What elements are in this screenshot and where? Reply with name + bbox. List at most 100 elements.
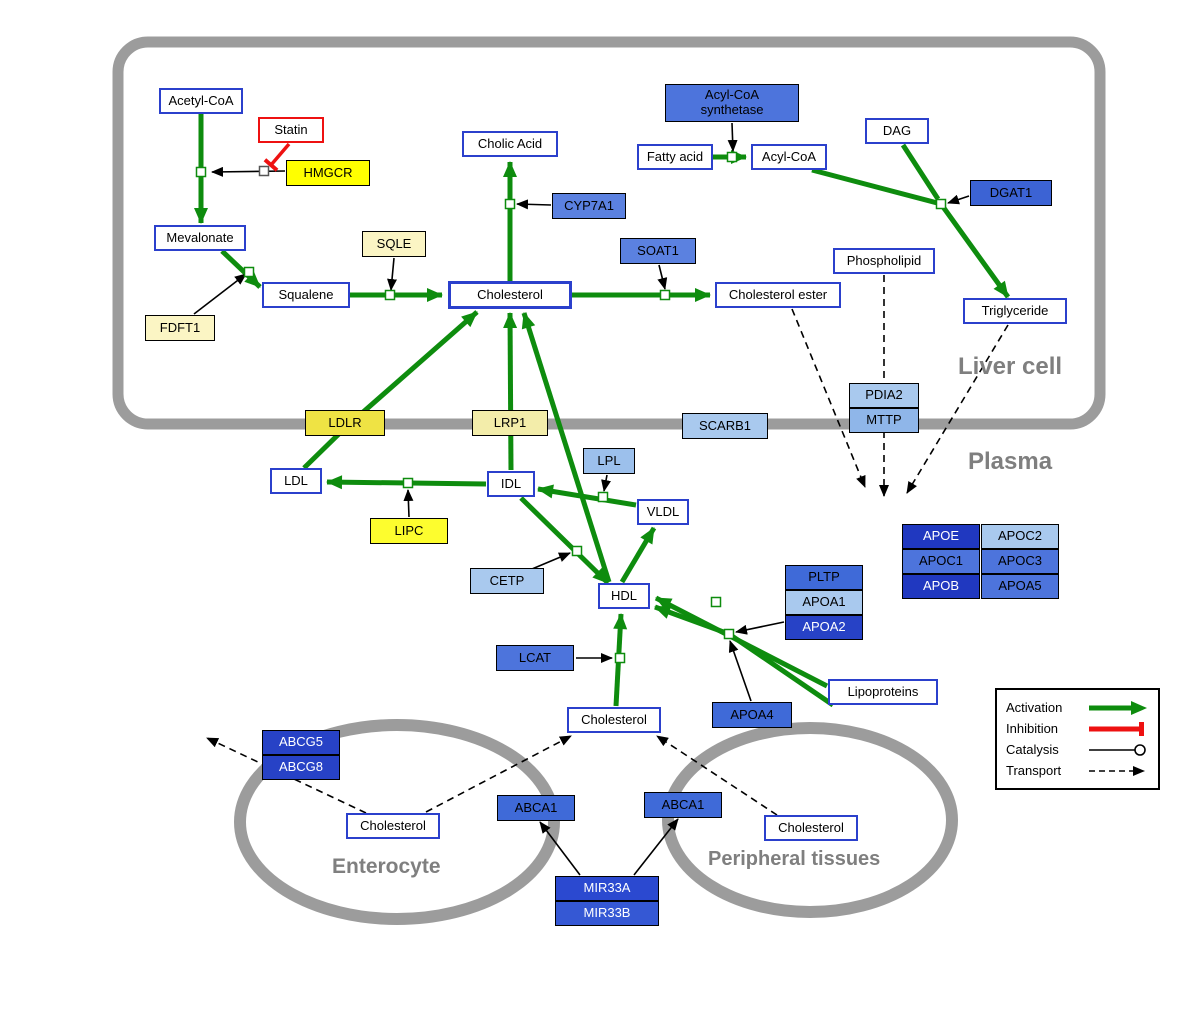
node-dag[interactable]: DAG (865, 118, 929, 144)
edge-catalysis (387, 257, 398, 291)
node-apoc2[interactable]: APOC2 (981, 523, 1059, 549)
node-cholesterol-peripheral[interactable]: Cholesterol (764, 815, 858, 841)
relay-anchor (243, 266, 255, 278)
node-cholic-acid[interactable]: Cholic Acid (462, 131, 558, 157)
legend-item-catalysis: Catalysis (1006, 739, 1149, 760)
node-apob[interactable]: APOB (902, 573, 980, 599)
node-lrp1[interactable]: LRP1 (472, 410, 548, 436)
edge-catalysis (211, 166, 286, 177)
edge-catalysis (633, 818, 679, 876)
edge-catalysis (735, 621, 785, 635)
node-ldlr[interactable]: LDLR (305, 410, 385, 436)
node-hmgcr[interactable]: HMGCR (286, 160, 370, 186)
edge-transport (791, 308, 866, 488)
relay-anchor (710, 596, 722, 608)
compartment-enterocyte (234, 719, 560, 925)
legend-label-catalysis: Catalysis (1006, 742, 1059, 757)
edge-catalysis (947, 194, 970, 205)
relay-anchor (195, 166, 207, 178)
node-acyl-coa-synthetase[interactable]: Acyl-CoA synthetase (665, 84, 799, 122)
node-fdft1[interactable]: FDFT1 (145, 315, 215, 341)
node-abca1-left[interactable]: ABCA1 (497, 795, 575, 821)
relay-anchor (935, 198, 947, 210)
compartment-liver-cell (112, 36, 1106, 430)
node-acyl-coa[interactable]: Acyl-CoA (751, 144, 827, 170)
relay-anchor (258, 165, 270, 177)
node-scarb1[interactable]: SCARB1 (682, 413, 768, 439)
node-vldl[interactable]: VLDL (637, 499, 689, 525)
node-cyp7a1[interactable]: CYP7A1 (552, 193, 626, 219)
relay-anchor (723, 628, 735, 640)
edge-activation (220, 249, 262, 289)
node-abca1-right[interactable]: ABCA1 (644, 792, 722, 818)
node-dgat1[interactable]: DGAT1 (970, 180, 1052, 206)
edge-catalysis (403, 489, 414, 518)
label-plasma: Plasma (968, 448, 1053, 475)
node-apoe[interactable]: APOE (902, 523, 980, 549)
node-lcat[interactable]: LCAT (496, 645, 574, 671)
node-idl[interactable]: IDL (487, 471, 535, 497)
node-apoc3[interactable]: APOC3 (981, 548, 1059, 574)
edge-activation (519, 496, 610, 585)
node-fatty-acid[interactable]: Fatty acid (637, 144, 713, 170)
edge-activation (900, 143, 941, 201)
node-apoa5[interactable]: APOA5 (981, 573, 1059, 599)
node-apoa2[interactable]: APOA2 (785, 614, 863, 640)
node-abcg8[interactable]: ABCG8 (262, 754, 340, 780)
legend-item-inhibition: Inhibition (1006, 718, 1149, 739)
edge-catalysis (516, 199, 552, 210)
node-cholesterol-plasma[interactable]: Cholesterol (567, 707, 661, 733)
node-acetyl-coa-liver[interactable]: Acetyl-CoA (159, 88, 243, 114)
node-statin[interactable]: Statin (258, 117, 324, 143)
node-abcg5[interactable]: ABCG5 (262, 729, 340, 755)
node-squalene[interactable]: Squalene (262, 282, 350, 308)
inhibition-sample-icon (1089, 721, 1144, 736)
node-apoa4[interactable]: APOA4 (712, 702, 792, 728)
edge-catalysis (601, 474, 611, 492)
node-pltp[interactable]: PLTP (785, 564, 863, 590)
node-cholesterol-enterocyte[interactable]: Cholesterol (346, 813, 440, 839)
legend-label-activation: Activation (1006, 700, 1063, 715)
node-phospholipid[interactable]: Phospholipid (833, 248, 935, 274)
node-triglyceride[interactable]: Triglyceride (963, 298, 1067, 324)
node-mttp[interactable]: MTTP (849, 407, 919, 433)
node-sqle[interactable]: SQLE (362, 231, 426, 257)
node-cholesterol-liver[interactable]: Cholesterol (448, 281, 572, 309)
node-apoa1[interactable]: APOA1 (785, 589, 863, 615)
node-hdl[interactable]: HDL (598, 583, 650, 609)
node-lipoproteins[interactable]: Lipoproteins (828, 679, 938, 705)
node-soat1[interactable]: SOAT1 (620, 238, 696, 264)
edge-catalysis (531, 552, 571, 570)
edge-activation (503, 312, 518, 471)
relay-anchor (571, 545, 583, 557)
transport-sample-icon (1089, 765, 1145, 776)
node-mir33b[interactable]: MIR33B (555, 900, 659, 926)
legend-label-inhibition: Inhibition (1006, 721, 1059, 736)
edge-catalysis (657, 264, 668, 290)
activation-sample-icon (1089, 700, 1147, 715)
edge-catalysis (539, 821, 581, 876)
edge-activation (302, 310, 479, 470)
relay-anchor (614, 652, 626, 664)
edge-transport (906, 324, 1009, 494)
edge-catalysis (728, 640, 752, 702)
relay-anchor (659, 289, 671, 301)
legend-label-transport: Transport (1006, 763, 1062, 778)
node-cetp[interactable]: CETP (470, 568, 544, 594)
legend-item-transport: Transport (1006, 760, 1149, 781)
node-pdia2[interactable]: PDIA2 (849, 382, 919, 408)
edge-activation (537, 484, 637, 508)
edge-catalysis (193, 273, 247, 315)
edge-transport (425, 735, 572, 813)
node-lpl[interactable]: LPL (583, 448, 635, 474)
node-apoc1[interactable]: APOC1 (902, 548, 980, 574)
node-ldl[interactable]: LDL (270, 468, 322, 494)
node-lipc[interactable]: LIPC (370, 518, 448, 544)
node-cholesterol-ester[interactable]: Cholesterol ester (715, 282, 841, 308)
node-mir33a[interactable]: MIR33A (555, 875, 659, 901)
node-mevalonate[interactable]: Mevalonate (154, 225, 246, 251)
catalysis-sample-icon (1089, 743, 1146, 756)
edge-catalysis (727, 122, 738, 152)
